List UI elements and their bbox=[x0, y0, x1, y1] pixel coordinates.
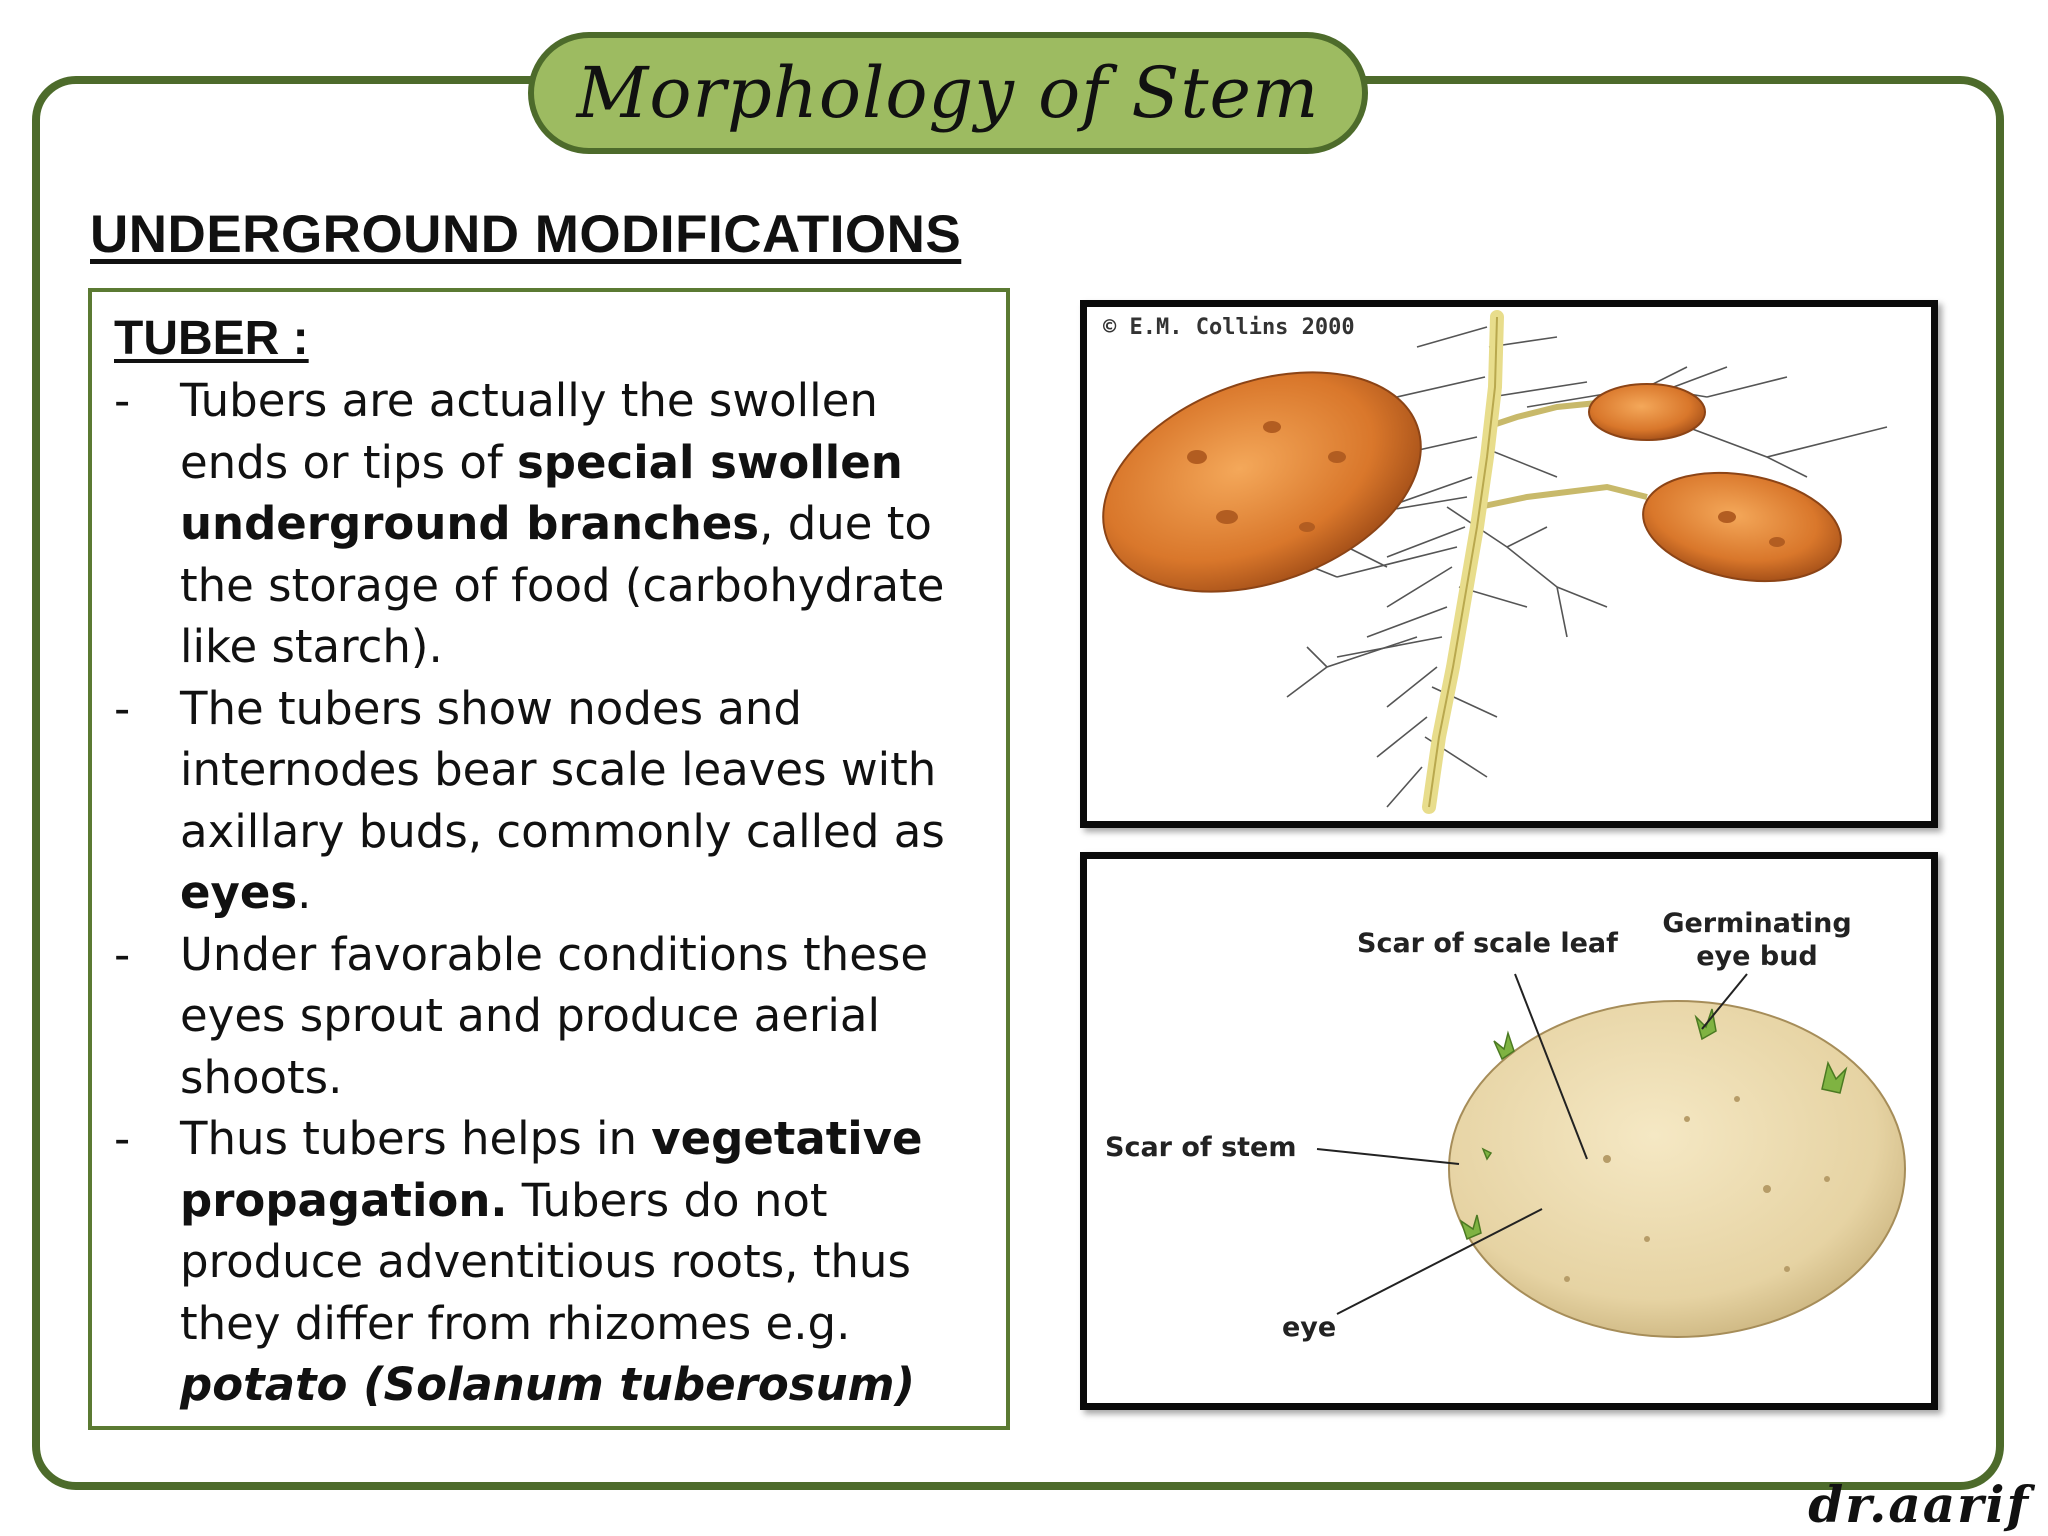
tuber-text-box: TUBER : - Tubers are actually the swolle… bbox=[88, 288, 1010, 1430]
bullet-text: Tubers do not produce adventitious roots… bbox=[180, 1173, 911, 1350]
leader-lines bbox=[1316, 973, 1748, 1315]
bullet-bold-italic-text: potato (Solanum tuberosum) bbox=[180, 1358, 916, 1411]
label-scar-of-scale-leaf: Scar of scale leaf bbox=[1357, 928, 1618, 959]
bullet-text: Tubers are actually the swollen ends or … bbox=[180, 374, 878, 489]
bullet-list: - Tubers are actually the swollen ends o… bbox=[114, 370, 986, 1416]
bullet-bold-text: special swollen underground branches bbox=[180, 435, 903, 551]
section-heading: UNDERGROUND MODIFICATIONS bbox=[90, 205, 962, 264]
bullet-text: Under favorable conditions these eyes sp… bbox=[180, 927, 929, 1104]
bullet-item: - Tubers are actually the swollen ends o… bbox=[114, 370, 986, 678]
label-germinating-eye-bud: Germinating eye bud bbox=[1662, 908, 1852, 972]
bullet-bold-text: vegetative propagation. bbox=[180, 1112, 923, 1227]
bullet-item: - The tubers show nodes and internodes b… bbox=[114, 678, 986, 924]
roots bbox=[1286, 326, 1888, 808]
tuber-body bbox=[1448, 1000, 1906, 1338]
slide-title: Morphology of Stem bbox=[576, 52, 1320, 134]
label-scar-of-stem: Scar of stem bbox=[1105, 1132, 1297, 1163]
bullet-item: - Under favorable conditions these eyes … bbox=[114, 924, 986, 1109]
bullet-dash: - bbox=[114, 927, 131, 981]
small-tuber bbox=[1588, 383, 1706, 441]
potato-plant-figure: © E.M. Collins 2000 bbox=[1080, 300, 1938, 828]
box-title: TUBER : bbox=[114, 312, 309, 365]
author-signature: dr.aarif bbox=[1808, 1475, 2030, 1534]
scale-leaf-scars bbox=[1564, 1096, 1830, 1282]
bullet-text: . bbox=[297, 866, 312, 919]
bullet-dash: - bbox=[114, 374, 131, 427]
bullet-text: , due to the storage of food (carbohydra… bbox=[180, 497, 945, 673]
potato-plant-illustration bbox=[1102, 310, 1888, 814]
medium-tuber bbox=[1642, 471, 1842, 583]
large-tuber bbox=[1102, 371, 1422, 593]
bullet-dash: - bbox=[114, 1112, 131, 1165]
copyright-credit: © E.M. Collins 2000 bbox=[1103, 315, 1355, 340]
label-eye: eye bbox=[1282, 1312, 1337, 1343]
bullet-text: Thus tubers helps in bbox=[180, 1112, 652, 1165]
title-banner: Morphology of Stem bbox=[528, 32, 1368, 154]
potato-tuber-illustration bbox=[1316, 973, 1906, 1338]
potato-tuber-figure: Scar of scale leaf Germinating eye bud S… bbox=[1080, 852, 1938, 1410]
bullet-bold-text: eyes bbox=[180, 866, 298, 919]
bullet-item: - Thus tubers helps in vegetative propag… bbox=[114, 1108, 986, 1416]
bullet-text: The tubers show nodes and internodes bea… bbox=[180, 681, 945, 858]
bullet-dash: - bbox=[114, 681, 131, 735]
